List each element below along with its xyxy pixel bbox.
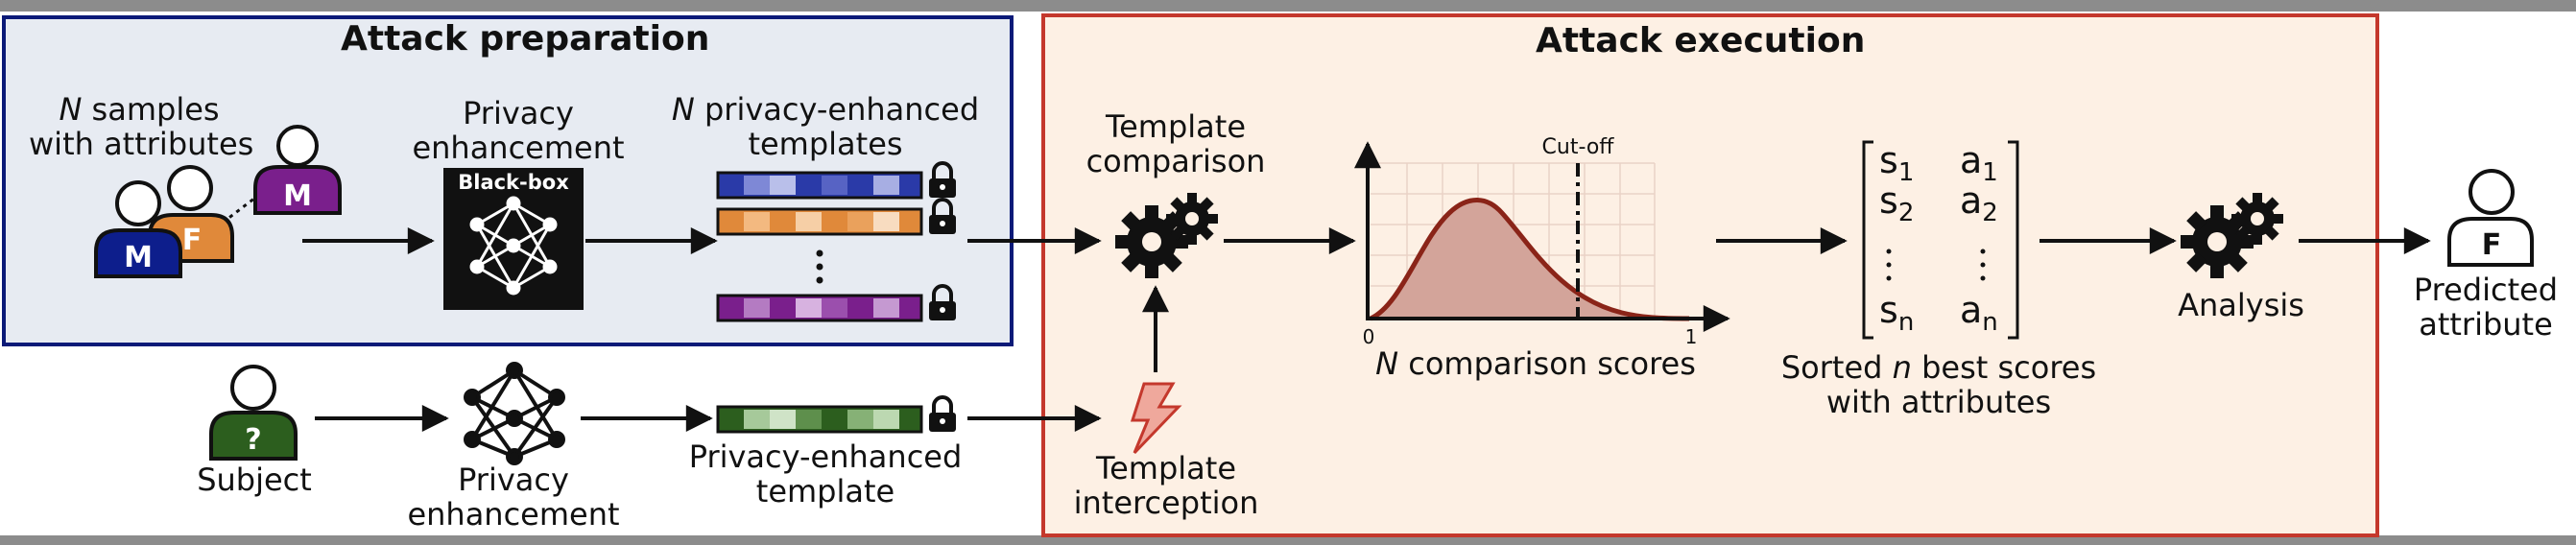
templates-line2: templates [748,126,903,162]
person-icon: ? [209,365,298,461]
interception-line2: interception [1073,485,1259,521]
blackbox-label: Black-box [458,171,569,194]
bottom-border [0,535,2576,545]
n-variable: N [59,91,83,128]
subject-text: Subject [197,462,312,498]
lock-icon [929,198,956,234]
x-tick-zero: 0 [1363,325,1375,348]
execution-title: Attack execution [1536,21,1866,60]
predicted-attribute-label: Predicted attribute [2399,272,2572,342]
svg-text:s2: s2 [1879,179,1914,227]
predicted-line1: Predicted [2413,272,2559,308]
curve-fill [1371,200,1689,319]
templates-label: N privacy-enhanced templates [662,92,989,161]
sorted-text-a: Sorted [1780,349,1893,386]
attack-execution-panel [1041,13,2379,537]
template-bar-orange [716,207,923,236]
gear-icon [2181,193,2283,278]
score-curve [1369,198,1690,321]
neural-network-icon [464,362,565,465]
n-variable: N [671,91,695,128]
sorted-line2: with attributes [1825,384,2052,420]
svg-text:an: an [1960,289,1998,337]
pe-template-line1: Privacy-enhanced [688,438,963,475]
person-icon: M [253,125,342,215]
template-interception-label: Template interception [1056,451,1276,520]
neural-network-icon [469,196,558,296]
template-comparison-line1: Template [1105,108,1246,145]
svg-text:a2: a2 [1960,179,1998,227]
lock-icon [929,395,956,432]
template-bar-blue [716,171,923,200]
template-bar-green [716,405,923,434]
samples-line2: with attributes [29,126,254,162]
lock-icon [929,161,956,198]
vertical-ellipsis [816,249,823,284]
cutoff-label: Cut-off [1542,135,1615,159]
privacy-enh-bottom-line2: enhancement [407,496,620,533]
sorted-scores-matrix: s1 a1 s2 a2 sn an [1862,139,2019,340]
privacy-enh-line2: enhancement [412,130,625,166]
predicted-line2: attribute [2419,306,2553,343]
gear-icon [1115,193,1218,278]
sorted-n: n [1892,349,1912,386]
subject-label: Subject [178,462,331,497]
person-icon: M [94,180,182,278]
score-distribution-plot: Cut-off 0 1 [1354,135,1730,348]
person-letter: M [124,241,153,274]
samples-text: samples [82,91,220,128]
templates-text: privacy-enhanced [694,91,980,128]
person-letter: F [2482,228,2502,262]
pe-template-line2: template [755,473,895,509]
comparison-scores-text: comparison scores [1398,345,1696,382]
dotted-connector [222,196,256,225]
svg-text:a1: a1 [1960,139,1998,187]
template-comparison-label: Template comparison [1065,109,1286,178]
analysis-text: Analysis [2178,287,2304,323]
preparation-title: Attack preparation [341,19,710,59]
top-border [0,0,2576,12]
sorted-text-b: best scores [1911,349,2097,386]
interception-line1: Template [1095,450,1236,486]
svg-text:sn: sn [1879,289,1914,337]
template-comparison-line2: comparison [1085,143,1266,179]
person-letter: M [283,179,312,213]
privacy-enhancement-label: Privacy enhancement [408,96,629,165]
n-variable: N [1375,345,1399,382]
analysis-label: Analysis [2150,288,2332,322]
person-letter: ? [245,423,261,457]
x-tick-one: 1 [1685,325,1698,348]
privacy-enh-bottom-line1: Privacy [458,462,569,498]
privacy-enhancement-bottom-label: Privacy enhancement [403,462,624,532]
person-icon: F [2447,169,2534,267]
lightning-icon [1130,382,1182,455]
pe-template-label: Privacy-enhanced template [672,439,979,509]
person-letter: F [182,224,203,257]
blackbox-network: Black-box [443,168,584,310]
template-bar-purple [716,294,923,322]
privacy-enh-line1: Privacy [463,95,574,131]
svg-text:s1: s1 [1879,139,1914,187]
lock-icon [929,284,956,320]
samples-label: N samples with attributes [29,91,254,162]
comparison-scores-label: N comparison scores [1353,346,1718,381]
sorted-scores-label: Sorted n best scores with attributes [1766,350,2111,419]
